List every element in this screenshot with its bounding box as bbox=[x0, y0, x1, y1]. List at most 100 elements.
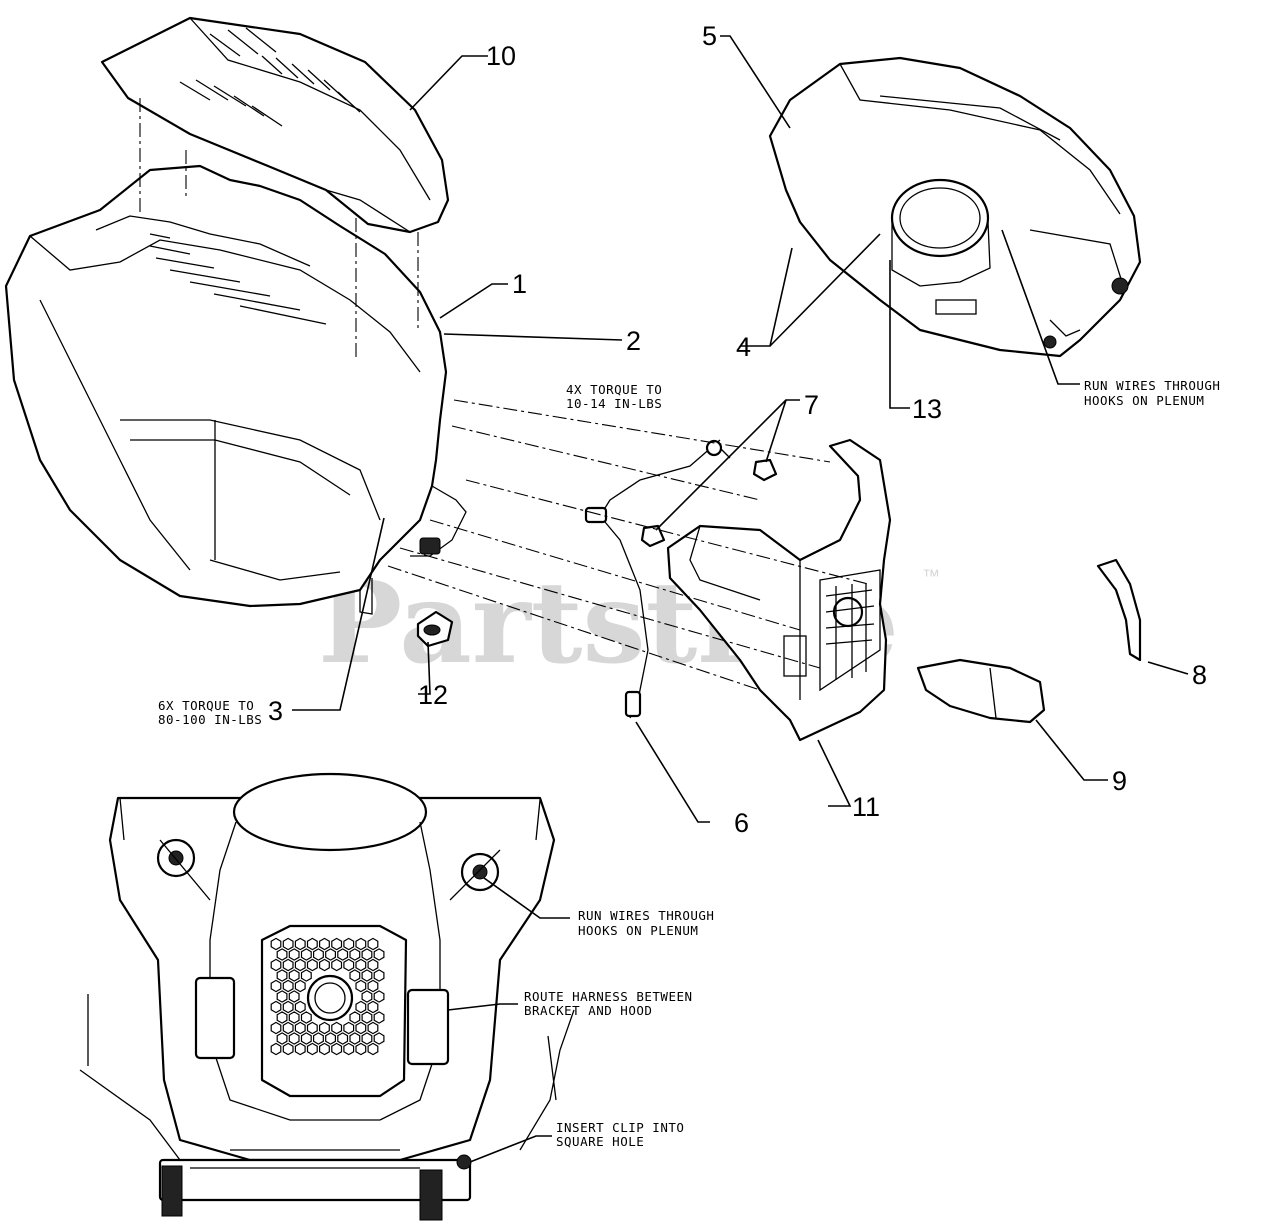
grille-hex-cell bbox=[270, 937, 282, 951]
grille-hex-cell bbox=[288, 1011, 300, 1024]
grille-hex-cell bbox=[276, 1032, 288, 1045]
callout-12: 12 bbox=[418, 680, 448, 710]
callout-8: 8 bbox=[1192, 660, 1207, 690]
grille-hex-cell bbox=[300, 969, 312, 982]
note-run-wires-bottom-line1: RUN WIRES THROUGH bbox=[578, 908, 714, 923]
plenum-assembly-top-right bbox=[768, 56, 1142, 358]
grille-hex-cell bbox=[294, 1021, 306, 1035]
lens-part-9 bbox=[916, 658, 1046, 724]
grille-hex-cell bbox=[294, 1042, 306, 1056]
grille-hex-cell bbox=[288, 969, 300, 982]
grille-hex-cell bbox=[343, 1021, 355, 1035]
leader-lines bbox=[292, 35, 1189, 1163]
grille-hex-cell bbox=[319, 1021, 330, 1035]
grille-hex-cell bbox=[355, 1042, 367, 1056]
grille-hex-cell bbox=[300, 948, 312, 961]
grille-hex-cell bbox=[313, 1032, 324, 1045]
grille-hex-cell bbox=[349, 1011, 361, 1024]
note-insert-clip-line1: INSERT CLIP INTO bbox=[556, 1120, 684, 1135]
grille-hex-cell bbox=[367, 979, 379, 993]
grille-hex-cell bbox=[270, 979, 282, 993]
note-run-wires-top-line2: HOOKS ON PLENUM bbox=[1084, 393, 1204, 408]
assembly-lines bbox=[139, 98, 869, 691]
grille-hex-cell bbox=[306, 958, 318, 972]
grille-hex-cell bbox=[300, 1032, 312, 1045]
callout-10: 10 bbox=[486, 41, 516, 71]
hood-top-cover-part-10 bbox=[100, 16, 450, 234]
grille-hex-pattern bbox=[270, 937, 385, 1056]
main-hood-part-1 bbox=[4, 164, 467, 615]
callout-11: 11 bbox=[852, 792, 880, 822]
grille-hex-cell bbox=[300, 1011, 312, 1024]
grille-hex-cell bbox=[361, 1011, 373, 1024]
callout-7: 7 bbox=[804, 390, 819, 420]
note-torque-6x-line1: 6X TORQUE TO bbox=[158, 698, 254, 713]
callout-9: 9 bbox=[1112, 766, 1127, 796]
note-run-wires-bottom-line2: HOOKS ON PLENUM bbox=[578, 923, 698, 938]
grille-hex-cell bbox=[337, 1032, 349, 1045]
grille-hex-cell bbox=[319, 937, 330, 951]
grille-hex-cell bbox=[355, 979, 367, 993]
note-route-harness-line1: ROUTE HARNESS BETWEEN bbox=[524, 989, 693, 1004]
grille-hex-cell bbox=[331, 958, 343, 972]
grille-hex-cell bbox=[325, 948, 336, 961]
grille-hex-cell bbox=[294, 979, 306, 993]
grille-hex-cell bbox=[282, 1000, 294, 1014]
grille-hex-cell bbox=[282, 958, 294, 972]
front-assembly-bottom-view bbox=[79, 772, 575, 1221]
grille-hex-cell bbox=[319, 1042, 330, 1056]
grille-hex-cell bbox=[343, 1042, 355, 1056]
grille-hex-cell bbox=[373, 969, 385, 982]
grille-hex-cell bbox=[373, 990, 385, 1003]
grille-hex-cell bbox=[319, 958, 330, 972]
grille-hex-cell bbox=[337, 948, 349, 961]
grille-hex-cell bbox=[306, 1042, 318, 1056]
note-insert-clip-line2: SQUARE HOLE bbox=[556, 1134, 644, 1149]
grille-hex-cell bbox=[361, 948, 373, 961]
grille-hex-cell bbox=[306, 1021, 318, 1035]
grille-hex-cell bbox=[270, 1000, 282, 1014]
grille-hex-cell bbox=[373, 948, 385, 961]
grille-hex-cell bbox=[367, 937, 379, 951]
grille-hex-cell bbox=[276, 969, 288, 982]
grille-hex-cell bbox=[270, 1021, 282, 1035]
grille-hex-cell bbox=[270, 958, 282, 972]
grille-hex-cell bbox=[349, 948, 361, 961]
grille-hex-cell bbox=[343, 958, 355, 972]
grille-hex-cell bbox=[355, 1000, 367, 1014]
grille-hex-cell bbox=[325, 1032, 336, 1045]
bulbs-part-7 bbox=[640, 458, 778, 548]
grille-hex-cell bbox=[331, 1042, 343, 1056]
grille-hex-cell bbox=[343, 937, 355, 951]
grille-hex-cell bbox=[349, 969, 361, 982]
note-torque-4x-line2: 10-14 IN-LBS bbox=[566, 396, 662, 411]
grille-hex-cell bbox=[355, 937, 367, 951]
grille-hex-cell bbox=[270, 1042, 282, 1056]
grille-hex-cell bbox=[294, 937, 306, 951]
grille-hex-cell bbox=[282, 1021, 294, 1035]
grille-hex-cell bbox=[373, 1032, 385, 1045]
grille-hex-cell bbox=[288, 1032, 300, 1045]
grille-hex-cell bbox=[282, 937, 294, 951]
watermark-trademark: ™ bbox=[922, 566, 940, 586]
note-route-harness-line2: BRACKET AND HOOD bbox=[524, 1003, 652, 1018]
callout-4: 4 bbox=[736, 332, 751, 362]
grille-hex-cell bbox=[331, 937, 343, 951]
grille-hex-cell bbox=[288, 990, 300, 1003]
grille-hex-cell bbox=[367, 1021, 379, 1035]
callout-1: 1 bbox=[512, 269, 527, 299]
grille-hex-cell bbox=[294, 958, 306, 972]
grille-hex-cell bbox=[276, 990, 288, 1003]
note-run-wires-top-line1: RUN WIRES THROUGH bbox=[1084, 378, 1220, 393]
callout-2: 2 bbox=[626, 326, 641, 356]
grille-hex-cell bbox=[331, 1021, 343, 1035]
grille-hex-cell bbox=[276, 948, 288, 961]
grille-hex-cell bbox=[367, 1042, 379, 1056]
grille-hex-cell bbox=[282, 1042, 294, 1056]
grille-hex-cell bbox=[313, 948, 324, 961]
grille-hex-cell bbox=[288, 948, 300, 961]
grille-hex-cell bbox=[361, 1032, 373, 1045]
grille-hex-cell bbox=[373, 1011, 385, 1024]
callout-3: 3 bbox=[268, 696, 283, 726]
